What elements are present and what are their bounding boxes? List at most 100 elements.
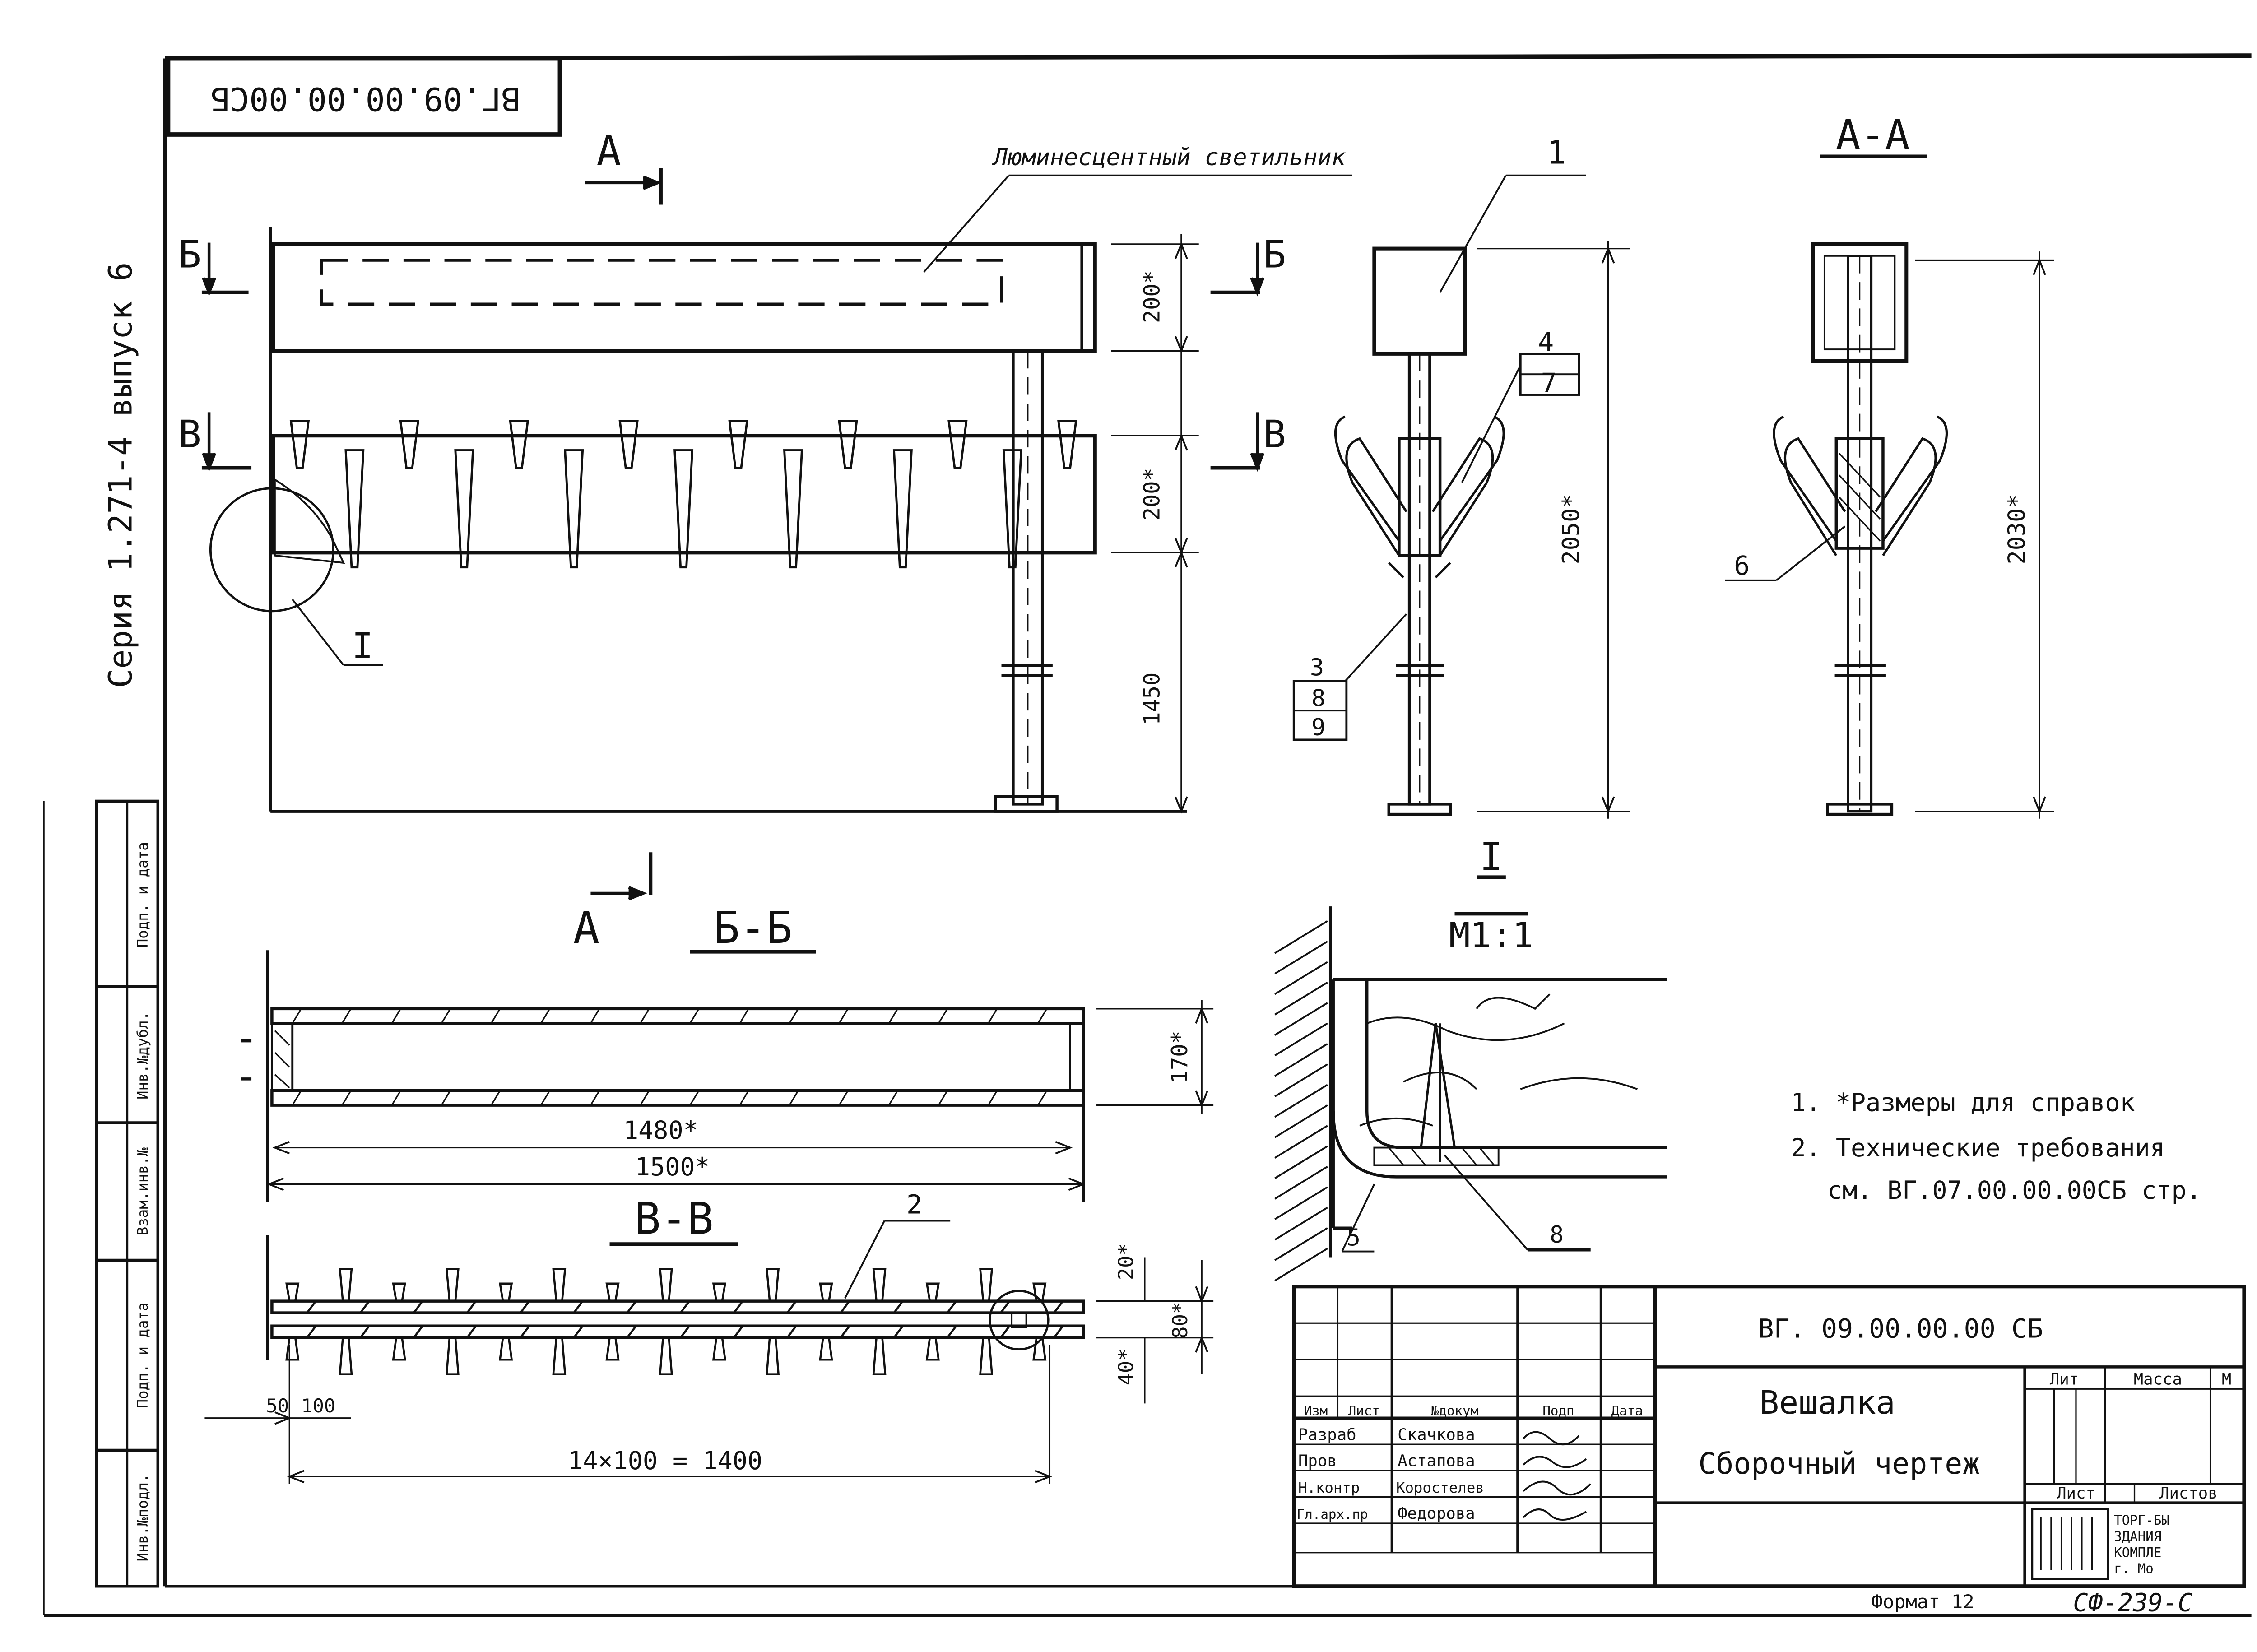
hatch-mark — [590, 1008, 600, 1024]
hatch-mark — [466, 1325, 477, 1338]
dim-50: 50 — [266, 1395, 289, 1417]
wall-hatch-mark — [1274, 1248, 1328, 1281]
hatch-mark — [306, 1300, 317, 1313]
tb-name-row-4: Федорова — [1398, 1504, 1475, 1523]
hatch-mark — [292, 1008, 302, 1024]
pos-8-detail: 8 — [1550, 1221, 1564, 1248]
front-peg — [289, 420, 310, 469]
hatch-mark — [413, 1325, 423, 1338]
series-label-vertical: Серия 1.271-4 выпуск 6 — [102, 262, 139, 688]
front-peg — [1002, 449, 1022, 569]
vv-peg-top — [712, 1282, 727, 1302]
lamp-label: Люминесцентный светильник — [992, 144, 1346, 171]
vv-peg-top — [552, 1268, 567, 1302]
hatch-mark — [292, 1090, 302, 1106]
front-peg — [783, 449, 803, 569]
hatch-mark — [739, 1090, 749, 1106]
wall-hatch-mark — [1274, 1186, 1328, 1220]
vv-peg-bottom — [499, 1336, 513, 1361]
tb-org-logo: ЦНИИЭП — [2046, 1541, 2094, 1556]
hatch-mark — [679, 1325, 690, 1338]
format-label: Формат 12 — [1872, 1591, 1974, 1613]
tb-role-4: Гл.арх.пр — [1297, 1507, 1368, 1522]
vv-peg-top — [392, 1282, 406, 1302]
vv-peg-top — [339, 1268, 353, 1302]
block-label-vzam-inv: Взам.инв.№ — [134, 1147, 151, 1235]
vv-peg-top — [605, 1282, 620, 1302]
dim-20: 20* — [1114, 1243, 1138, 1280]
pos-2: 2 — [906, 1189, 922, 1220]
hatch-mark — [626, 1300, 637, 1313]
hatch-mark — [590, 1090, 600, 1106]
section-b-marker-left: Б — [178, 232, 201, 277]
hatch-mark — [938, 1008, 948, 1024]
hatch-mark — [946, 1300, 957, 1313]
vv-peg-bottom — [392, 1336, 406, 1361]
hatch-mark — [789, 1090, 799, 1106]
pos-6: 6 — [1734, 550, 1750, 581]
vv-peg-top — [498, 1282, 513, 1302]
front-peg — [509, 420, 529, 469]
tb-sheet: Лист — [2057, 1484, 2095, 1503]
tb-col-izm: Изм — [1304, 1403, 1328, 1418]
front-peg — [399, 420, 420, 469]
hatch-mark — [520, 1300, 530, 1313]
hatch-mark — [838, 1090, 849, 1106]
hatch-mark — [341, 1090, 352, 1106]
hatch-mark — [640, 1008, 650, 1024]
tb-col-podp: Подп — [1542, 1403, 1574, 1418]
hatch-mark — [893, 1325, 904, 1338]
hatch-mark — [987, 1090, 998, 1106]
dim-170: 170* — [1167, 1030, 1193, 1083]
tb-role-1: Разраб — [1298, 1425, 1356, 1444]
hatch-mark — [838, 1008, 849, 1024]
pos-9: 9 — [1311, 714, 1325, 741]
vv-peg-bottom — [659, 1336, 673, 1375]
hatch-mark — [391, 1090, 401, 1106]
wall-hatch-mark — [1274, 1125, 1328, 1159]
tb-name-row-1: Скачкова — [1398, 1425, 1475, 1444]
vv-peg-bottom — [285, 1336, 300, 1361]
hatch-mark — [466, 1300, 477, 1313]
vv-peg-top — [979, 1268, 993, 1302]
front-peg — [344, 449, 365, 569]
hatch-mark — [441, 1008, 451, 1024]
pos-7: 7 — [1541, 367, 1557, 398]
vv-peg-bottom — [552, 1336, 567, 1375]
tb-org-line-1: ТОРГ-БЫ — [2114, 1513, 2169, 1528]
section-v-marker-left: В — [178, 412, 201, 456]
section-a-marker: А — [596, 128, 621, 175]
hatch-mark — [306, 1325, 317, 1338]
tb-org-line-4: г. Мо — [2114, 1561, 2154, 1576]
vv-peg-top — [819, 1282, 833, 1302]
wall-hatch-mark — [1274, 920, 1328, 954]
front-peg — [947, 420, 968, 469]
front-peg — [564, 449, 584, 569]
detail-i-scale: М1:1 — [1449, 915, 1533, 956]
vv-peg-top — [659, 1268, 673, 1302]
tb-name-row-2: Астапова — [1398, 1452, 1475, 1471]
hatch-mark — [733, 1300, 744, 1313]
pos-1: 1 — [1547, 134, 1566, 172]
hatch-mark — [520, 1325, 530, 1338]
block-label-inv-podl: Инв.№подл. — [134, 1474, 151, 1562]
front-peg — [1057, 420, 1077, 469]
dim-1500: 1500* — [635, 1152, 710, 1181]
wall-hatch-mark — [1274, 941, 1328, 974]
hatch-mark — [540, 1008, 551, 1024]
dim-1450: 1450 — [1139, 673, 1165, 725]
hatch-mark — [626, 1325, 637, 1338]
section-bb-title: Б-Б — [713, 902, 792, 953]
hatch-mark — [441, 1090, 451, 1106]
hatch-mark — [359, 1325, 370, 1338]
hatch-mark — [733, 1325, 744, 1338]
hatch-mark — [739, 1008, 749, 1024]
hatch-mark — [786, 1300, 797, 1313]
hatch-mark — [938, 1090, 948, 1106]
stamp-code-rotated: ВГ.09.00.00.00СБ — [211, 80, 520, 117]
vv-peg-bottom — [1032, 1336, 1047, 1361]
hatch-mark — [888, 1008, 898, 1024]
hatch-mark — [946, 1325, 957, 1338]
dim-40: 40* — [1114, 1348, 1138, 1385]
